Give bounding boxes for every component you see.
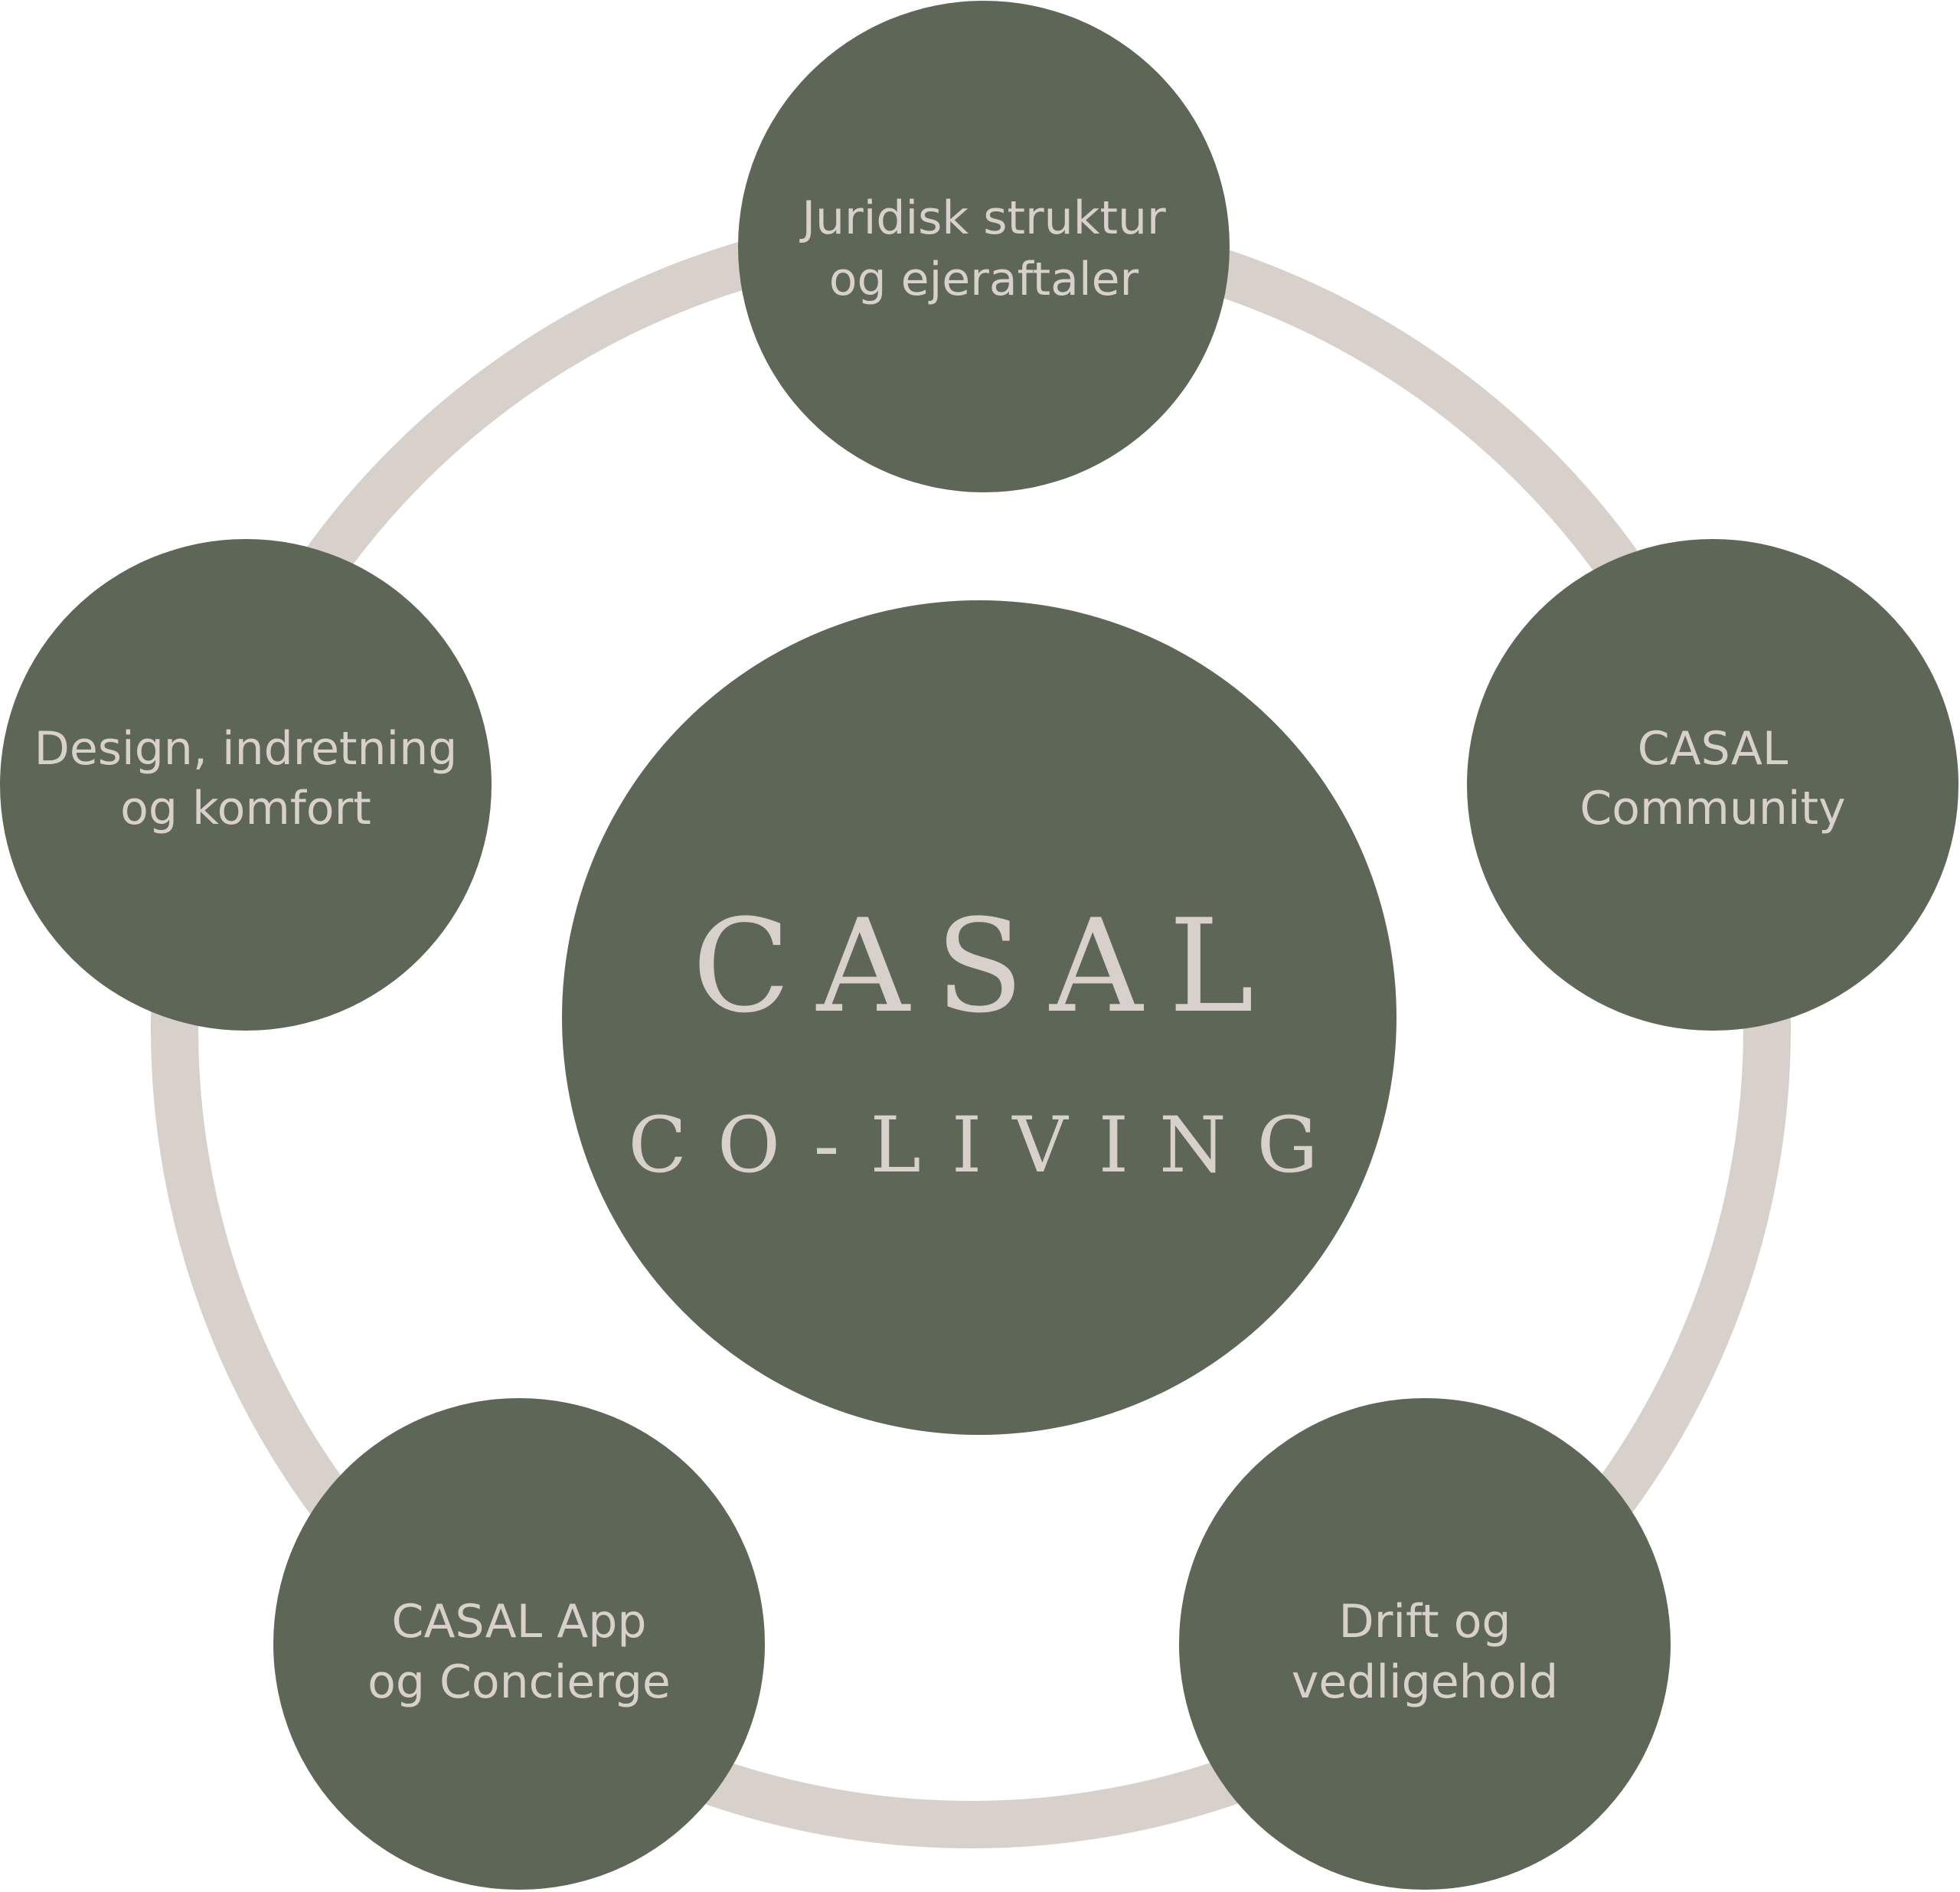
- hub: CASAL CO-LIVING: [562, 600, 1396, 1435]
- node-app: CASAL App og Concierge: [273, 1398, 765, 1890]
- hub-circle: [562, 600, 1396, 1435]
- node-circle: [1467, 539, 1958, 1031]
- node-community: CASAL Community: [1467, 539, 1958, 1031]
- node-label-line: Community: [1579, 782, 1845, 835]
- node-drift: Drift og vedligehold: [1179, 1398, 1671, 1890]
- hub-title: CASAL: [692, 891, 1280, 1041]
- node-label-line: CASAL: [1638, 722, 1788, 776]
- node-label-line: CASAL App: [392, 1595, 647, 1649]
- node-juridisk: Juridisk struktur og ejeraftaler: [738, 1, 1230, 492]
- hub-subtitle: CO-LIVING: [629, 1100, 1349, 1190]
- node-label-line: og Concierge: [368, 1655, 671, 1709]
- node-circle: [0, 539, 492, 1031]
- node-label-line: og komfort: [120, 782, 371, 835]
- node-label-line: Drift og: [1339, 1595, 1511, 1649]
- node-circle: [1179, 1398, 1671, 1890]
- node-circle: [273, 1398, 765, 1890]
- node-label-line: Design, indretning: [34, 722, 458, 776]
- node-design: Design, indretning og komfort: [0, 539, 492, 1031]
- node-label-line: vedligehold: [1292, 1655, 1558, 1709]
- node-circle: [738, 1, 1230, 492]
- node-label-line: Juridisk struktur: [799, 191, 1166, 245]
- node-label-line: og ejeraftaler: [829, 253, 1139, 306]
